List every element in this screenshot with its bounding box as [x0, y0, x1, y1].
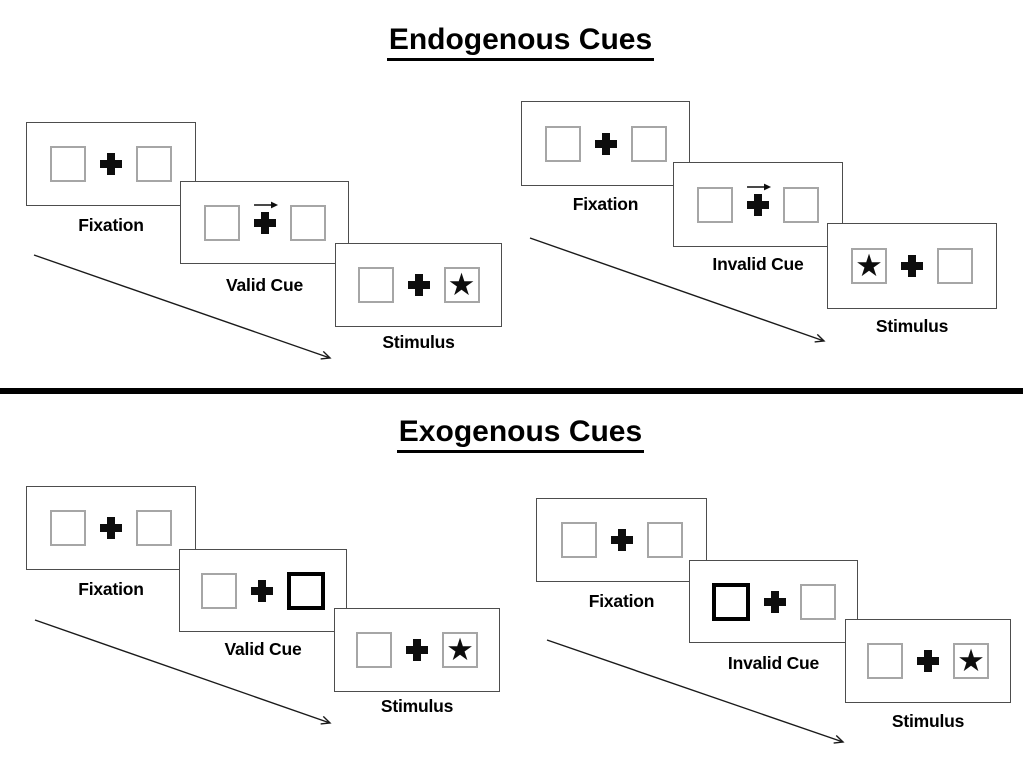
star-icon: ★: [855, 247, 883, 283]
fixation-cross-icon: [251, 579, 273, 602]
plus-icon: [917, 650, 939, 672]
left-box: [203, 204, 240, 241]
endogenous-title-row: Endogenous Cues: [0, 24, 1023, 61]
right-box: [136, 510, 172, 546]
exogenous-section-title: Exogenous Cues: [396, 416, 645, 453]
plus-icon: [747, 193, 769, 216]
right-box: [630, 125, 667, 162]
right-box: [136, 146, 172, 182]
fixation-card: [521, 101, 690, 186]
stimulus-card: ★: [335, 243, 502, 327]
timeline-arrow-endogenous-invalid: [529, 237, 824, 341]
plus-icon: [100, 517, 122, 539]
fixation-cross-icon: [253, 201, 278, 234]
section-divider: [0, 388, 1023, 394]
plus-icon: [406, 639, 428, 661]
card-label-fixation: Fixation: [588, 591, 655, 611]
endogenous-section-title: Endogenous Cues: [386, 24, 655, 61]
card-label-invalid-cue: Invalid Cue: [727, 653, 820, 673]
star-box: ★: [443, 266, 480, 303]
plus-icon: [407, 274, 430, 296]
fixation-card: [26, 122, 196, 206]
invalid-cue-card: [689, 560, 858, 643]
left-box: [201, 572, 237, 609]
left-box: [356, 632, 392, 668]
highlighted-cue-box: [287, 571, 325, 610]
star-box: ★: [953, 643, 989, 679]
right-box: [937, 248, 973, 284]
left-box: [50, 146, 86, 182]
right-box: [783, 186, 819, 223]
card-label-stimulus: Stimulus: [380, 696, 454, 716]
stimulus-card: ★: [334, 608, 500, 692]
highlighted-cue-box: [711, 582, 750, 621]
left-box: [697, 186, 733, 223]
left-box: [50, 510, 86, 546]
star-icon: ★: [957, 642, 985, 678]
card-label-fixation: Fixation: [572, 194, 639, 214]
timeline-arrow-exogenous-valid: [34, 619, 330, 723]
left-box: [867, 643, 903, 679]
fixation-cross-icon: [901, 255, 923, 277]
fixation-cross-icon: [100, 517, 122, 539]
right-box: [289, 204, 326, 241]
valid-cue-card: [179, 549, 347, 632]
star-icon: ★: [446, 631, 474, 667]
card-label-fixation: Fixation: [78, 579, 144, 599]
stimulus-card: ★: [827, 223, 997, 309]
fixation-cross-icon: [594, 132, 617, 155]
fixation-card: [536, 498, 707, 582]
cue-arrow-icon: [747, 183, 772, 190]
fixation-cross-icon: [610, 529, 633, 551]
plus-icon: [610, 529, 633, 551]
stimulus-card: ★: [845, 619, 1011, 703]
left-box: [544, 125, 581, 162]
plus-icon: [763, 590, 786, 613]
exogenous-title-row: Exogenous Cues: [0, 416, 1023, 453]
fixation-card: [26, 486, 196, 570]
right-box: [799, 583, 836, 620]
card-label-fixation: Fixation: [78, 215, 144, 235]
right-box: [646, 522, 683, 558]
card-label-valid-cue: Valid Cue: [224, 639, 302, 659]
plus-icon: [100, 153, 122, 175]
fixation-cross-icon: [747, 183, 772, 216]
card-label-valid-cue: Valid Cue: [226, 275, 303, 295]
card-label-stimulus: Stimulus: [875, 316, 949, 336]
timeline-arrow-exogenous-invalid: [546, 639, 843, 742]
plus-icon: [594, 132, 617, 155]
star-icon: ★: [447, 266, 476, 302]
left-box: [357, 267, 394, 303]
left-box: [560, 522, 597, 558]
fixation-cross-icon: [100, 153, 122, 175]
invalid-cue-card: [673, 162, 843, 247]
cue-arrow-icon: [253, 201, 278, 208]
plus-icon: [901, 255, 923, 277]
card-label-stimulus: Stimulus: [891, 711, 965, 731]
fixation-cross-icon: [406, 639, 428, 661]
plus-icon: [253, 211, 276, 234]
star-box: ★: [851, 248, 887, 284]
card-label-stimulus: Stimulus: [382, 332, 455, 352]
fixation-cross-icon: [407, 274, 430, 296]
plus-icon: [251, 579, 273, 602]
valid-cue-card: [180, 181, 349, 264]
star-box: ★: [442, 632, 478, 668]
fixation-cross-icon: [763, 590, 786, 613]
card-label-invalid-cue: Invalid Cue: [712, 254, 804, 274]
timeline-arrow-endogenous-valid: [33, 254, 330, 358]
fixation-cross-icon: [917, 650, 939, 672]
